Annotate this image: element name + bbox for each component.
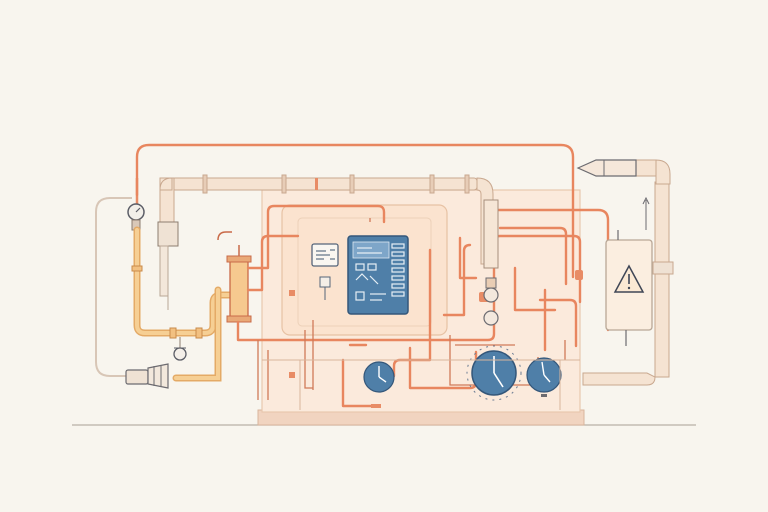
clock-gauge-icon — [363, 361, 395, 393]
filter-icon — [217, 231, 252, 323]
amber-lower-pipes — [133, 226, 237, 382]
bottom-small-gauge-icon — [173, 337, 187, 361]
clock-gauge-icon — [526, 357, 562, 397]
nozzle-icon — [576, 159, 671, 185]
vent-arrow-head — [642, 196, 650, 205]
pipe-joints — [202, 174, 470, 194]
central-valve-stack — [483, 199, 499, 326]
left-valve-assembly — [157, 221, 179, 310]
amber-joints — [131, 265, 203, 339]
coupling-icon — [125, 363, 169, 389]
control-panel — [347, 235, 409, 315]
housing-details — [262, 359, 580, 410]
display-screen — [311, 243, 339, 300]
left-loop-pipe — [95, 197, 132, 377]
clock-gauge-icon — [466, 345, 522, 401]
right-cream-pipe — [582, 159, 674, 386]
warning-box — [605, 230, 653, 346]
